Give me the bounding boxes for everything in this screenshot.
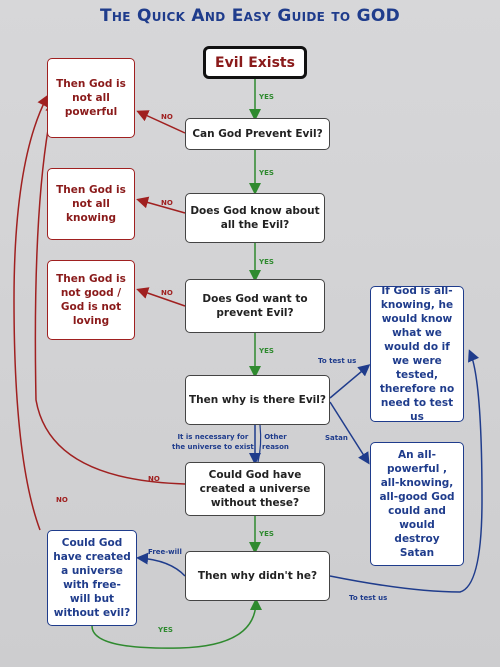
node-why-didnt-he: Then why didn't he? <box>185 551 330 601</box>
node-no-need-to-test: If God is all-knowing, he would know wha… <box>370 285 464 423</box>
label-no-3: NO <box>161 289 173 297</box>
label-no-4: NO <box>148 475 160 483</box>
node-does-god-know: Does God know about all the Evil? <box>185 193 325 243</box>
edge-didnt-freewill <box>136 552 186 577</box>
edge-could-no <box>34 100 186 485</box>
label-no-1: NO <box>161 113 173 121</box>
label-free-will: Free-will <box>148 548 182 556</box>
edge-why-other <box>257 424 262 463</box>
label-other-line1: Other <box>264 433 287 441</box>
node-evil-exists: Evil Exists <box>203 46 307 79</box>
node-can-god-prevent: Can God Prevent Evil? <box>185 118 330 150</box>
label-to-test-us-1: To test us <box>318 357 357 365</box>
label-no-2: NO <box>161 199 173 207</box>
edge-why-to-test <box>329 364 371 399</box>
node-free-will-universe: Could God have created a universe with f… <box>47 530 137 626</box>
label-no-5: NO <box>56 496 68 504</box>
label-to-test-us-2: To test us <box>349 594 388 602</box>
edge-know-no <box>136 196 186 214</box>
label-other-line2: reason <box>262 443 289 451</box>
label-yes-4: YES <box>259 347 274 355</box>
label-other-reason: Other reason <box>262 432 289 452</box>
page-title: The Quick And Easy Guide to GOD <box>99 6 401 26</box>
edge-didnt-test <box>329 349 483 593</box>
label-yes-2: YES <box>259 169 274 177</box>
node-destroy-satan: An all-powerful , all-knowing, all-good … <box>370 442 464 566</box>
edge-prevent-no <box>136 110 186 134</box>
node-not-good: Then God is not good / God is not loving <box>47 260 135 340</box>
edge-why-to-satan <box>329 401 370 465</box>
label-yes-6: YES <box>158 626 173 634</box>
label-necessary-line1: It is necessary for <box>177 433 249 441</box>
label-necessary: It is necessary for the universe to exis… <box>172 432 254 452</box>
node-not-all-powerful: Then God is not all powerful <box>47 58 135 138</box>
label-satan: Satan <box>325 434 348 442</box>
node-does-god-want: Does God want to prevent Evil? <box>185 279 325 333</box>
node-not-all-knowing: Then God is not all knowing <box>47 168 135 240</box>
edge-freewill-no <box>13 94 49 531</box>
label-necessary-line2: the universe to exist <box>172 443 254 451</box>
node-why-evil: Then why is there Evil? <box>185 375 330 425</box>
edge-freewill-yes <box>91 598 262 649</box>
node-could-god-create: Could God have created a universe withou… <box>185 462 325 516</box>
edge-want-no <box>136 287 186 307</box>
label-yes-1: YES <box>259 93 274 101</box>
label-yes-5: YES <box>259 530 274 538</box>
label-yes-3: YES <box>259 258 274 266</box>
